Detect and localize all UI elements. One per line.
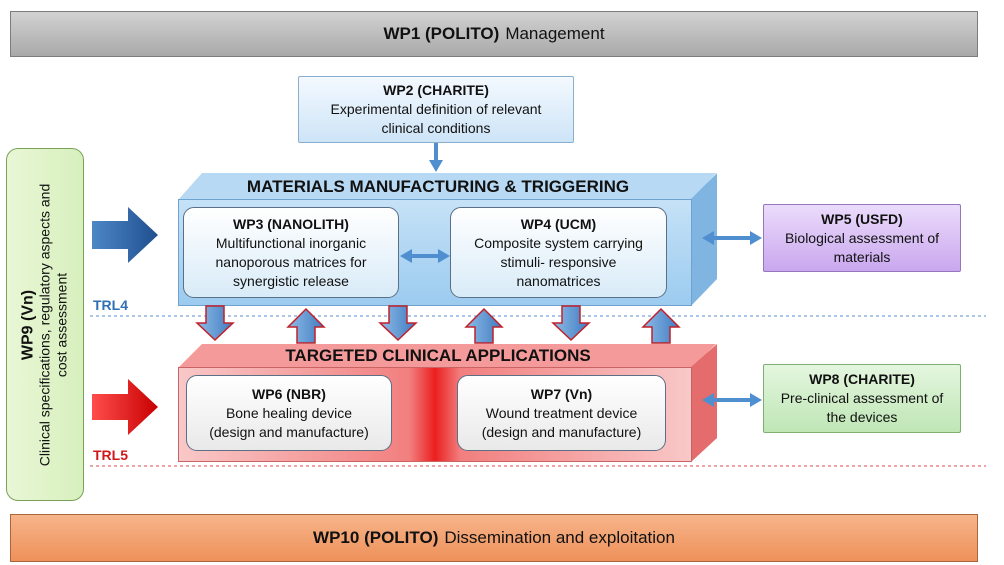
wp8-line2: the devices: [826, 409, 898, 425]
wp3-line1: Multifunctional inorganic: [215, 234, 367, 251]
wp6-title: WP6 (NBR): [252, 385, 326, 402]
wp10-title: WP10 (POLITO): [313, 528, 439, 547]
wp4-box: WP4 (UCM) Composite system carrying stim…: [450, 207, 667, 298]
wp3-line3: synergistic release: [233, 272, 349, 289]
wp8-line1: Pre-clinical assessment of: [780, 390, 944, 406]
red-right-arrow: [92, 379, 158, 435]
wp4-title: WP4 (UCM): [520, 215, 597, 232]
wp6-line2: (design and manufacture): [209, 423, 369, 440]
wp5-line1: Biological assessment of: [784, 229, 940, 246]
wp4-line2: stimuli- responsive: [500, 253, 617, 270]
wp6-line1: Bone healing device: [225, 404, 353, 421]
materials-title: MATERIALS MANUFACTURING & TRIGGERING: [246, 177, 630, 196]
wp3-line2: nanoporous matrices for: [215, 253, 367, 270]
wp4-line1: Composite system carrying: [474, 234, 643, 251]
wp3-title: WP3 (NANOLITH): [233, 215, 349, 232]
trl4-label: TRL4: [93, 297, 128, 313]
trl5-label: TRL5: [93, 447, 128, 463]
exchange-up-arrow-1: [286, 307, 326, 344]
materials-block-top: [178, 173, 716, 200]
wp2-title: WP2 (CHARITE): [383, 82, 489, 98]
wp6-box: WP6 (NBR) Bone healing device (design an…: [186, 375, 392, 451]
wp3-wp4-double-arrow: [400, 249, 450, 263]
wp1-management-bar: WP1 (POLITO) Management: [10, 11, 978, 57]
wp10-desc: Dissemination and exploitation: [444, 528, 675, 547]
exchange-up-arrow-3: [641, 307, 681, 344]
wp2-line2: clinical conditions: [381, 120, 491, 136]
wp5-title: WP5 (USFD): [821, 210, 903, 227]
blue-right-arrow: [92, 207, 158, 263]
wp7-line1: Wound treatment device: [485, 404, 638, 421]
wp5-box: WP5 (USFD) Biological assessment of mate…: [763, 204, 961, 272]
exchange-down-arrow-3: [551, 305, 591, 342]
exchange-up-arrow-2: [464, 307, 504, 344]
wp7-box: WP7 (Vn) Wound treatment device (design …: [457, 375, 666, 451]
wp2-box: WP2 (CHARITE) Experimental definition of…: [298, 76, 574, 143]
wp1-desc: Management: [505, 24, 605, 43]
wp9-box: WP9 (Vn) Clinical specifications, regula…: [6, 148, 84, 501]
wp7-line2: (design and manufacture): [481, 423, 642, 440]
exchange-down-arrow-1: [195, 305, 235, 342]
wp8-title: WP8 (CHARITE): [809, 371, 915, 387]
wp8-box: WP8 (CHARITE) Pre-clinical assessment of…: [763, 364, 961, 433]
wp2-line1: Experimental definition of relevant: [330, 101, 542, 117]
applications-block-top: [178, 344, 716, 368]
wp7-title: WP7 (Vn): [530, 385, 593, 402]
wp1-title: WP1 (POLITO): [383, 24, 500, 43]
applications-title: TARGETED CLINICAL APPLICATIONS: [285, 346, 591, 365]
wp7-wp8-double-arrow: [702, 393, 762, 407]
exchange-down-arrow-2: [378, 305, 418, 342]
wp4-line3: nanomatrices: [516, 272, 601, 289]
wp4-wp5-double-arrow: [702, 231, 762, 245]
wp10-dissemination-bar: WP10 (POLITO) Dissemination and exploita…: [10, 514, 978, 562]
wp2-down-arrow: [429, 143, 443, 172]
wp3-box: WP3 (NANOLITH) Multifunctional inorganic…: [183, 207, 399, 298]
wp5-line2: materials: [833, 248, 891, 265]
